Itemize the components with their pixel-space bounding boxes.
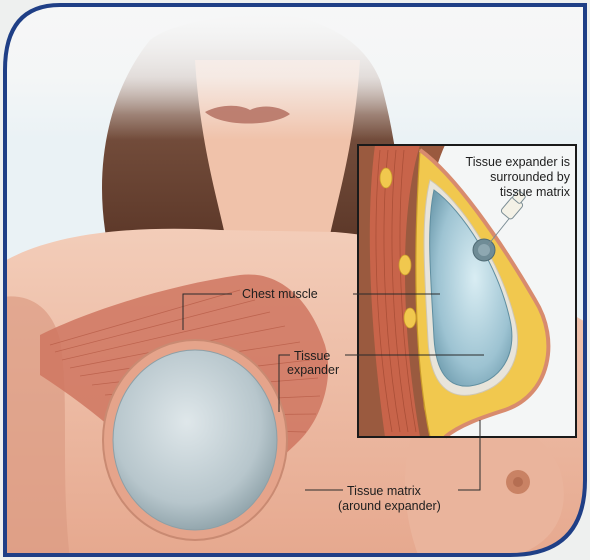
- top-fade: [0, 0, 590, 140]
- tissue-expander-label-line1: Tissue: [294, 349, 330, 363]
- chest-muscle-label: Chest muscle: [242, 287, 318, 301]
- inset-caption-line2: surrounded by: [490, 170, 571, 184]
- tissue-matrix-label-line1: Tissue matrix: [347, 484, 422, 498]
- tissue-matrix-label-line2: (around expander): [338, 499, 441, 513]
- inset-caption-line3: tissue matrix: [500, 185, 571, 199]
- tissue-expander-label-line2: expander: [287, 363, 339, 377]
- tissue-expander-shape: [113, 350, 277, 530]
- inset-caption-line1: Tissue expander is: [466, 155, 570, 169]
